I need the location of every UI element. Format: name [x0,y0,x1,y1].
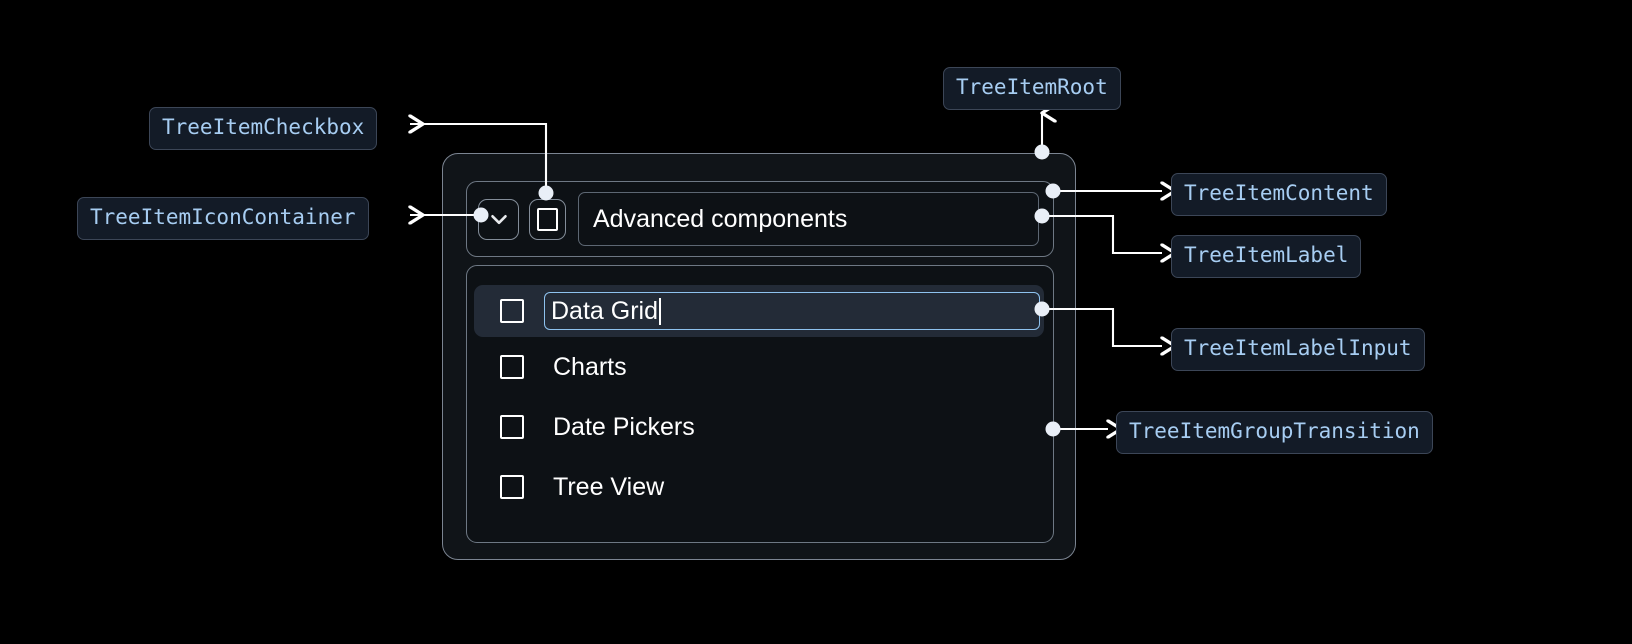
tree-item-label-text: Tree View [553,472,665,501]
tree-item-label-text: Date Pickers [553,412,695,441]
checkbox-unchecked-icon[interactable] [500,475,524,499]
annotation-chip-tree-item-checkbox: TreeItemCheckbox [149,107,378,150]
tree-item-label[interactable]: Advanced components [578,192,1039,246]
tree-item-content[interactable]: Advanced components [466,181,1054,257]
checkbox-unchecked-icon[interactable] [500,415,524,439]
tree-item-label-input[interactable]: Data Grid [544,292,1040,330]
tree-item-label-text: Advanced components [593,204,848,233]
text-caret [658,297,661,325]
tree-item-icon-container[interactable] [478,198,519,240]
chevron-down-icon [486,206,512,232]
checkbox-unchecked-icon[interactable] [500,299,524,323]
tree-item-label-text: Charts [553,352,627,381]
annotation-chip-tree-item-label: TreeItemLabel [1171,235,1362,278]
annotation-chip-tree-item-label-input: TreeItemLabelInput [1171,328,1425,371]
checkbox-unchecked-icon[interactable] [500,355,524,379]
tree-row-date-pickers[interactable]: Date Pickers [467,405,1053,449]
annotation-chip-tree-item-icon-container: TreeItemIconContainer [77,197,369,240]
tree-row-charts[interactable]: Charts [467,345,1053,389]
tree-item-label-input-value: Data Grid [551,296,658,325]
checkbox-unchecked-icon [537,207,558,231]
tree-item-group-transition: Data Grid Charts Date Pickers Tree View [466,265,1054,543]
tree-item-checkbox[interactable] [529,198,566,240]
annotation-chip-tree-item-group-transition: TreeItemGroupTransition [1116,411,1433,454]
annotation-chip-tree-item-content: TreeItemContent [1171,173,1387,216]
tree-item-root[interactable]: Advanced components Data Grid Charts Dat… [442,153,1076,560]
tree-row-data-grid[interactable]: Data Grid [474,285,1044,337]
annotation-chip-tree-item-root: TreeItemRoot [943,67,1121,110]
tree-row-tree-view[interactable]: Tree View [467,465,1053,509]
